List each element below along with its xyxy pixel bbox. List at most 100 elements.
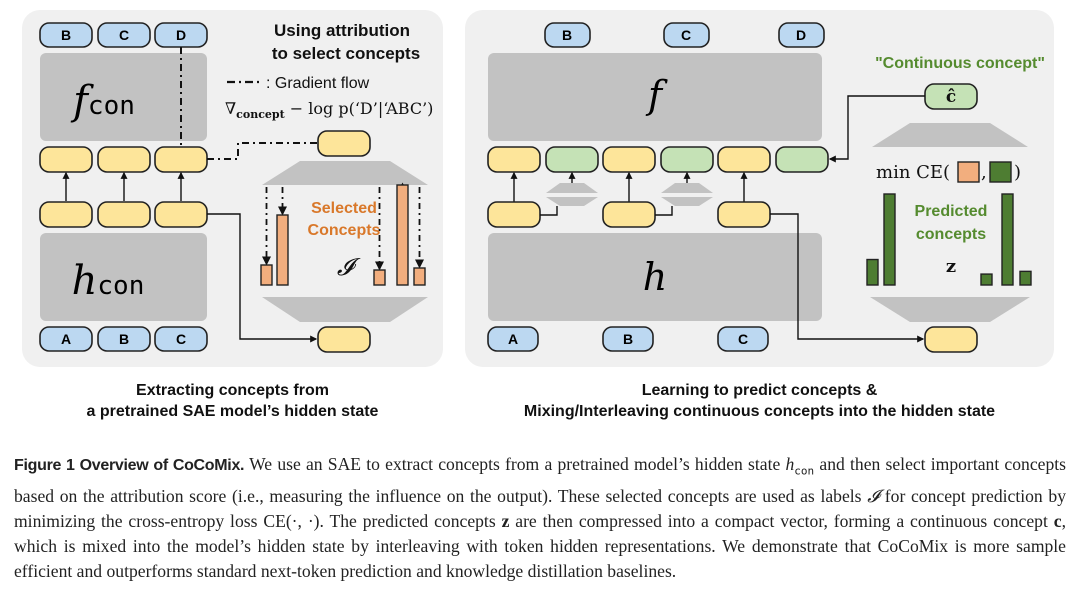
- mini-concept-module: [546, 183, 598, 206]
- hidden-state-box: [154, 201, 208, 228]
- concept-bar: [276, 214, 289, 286]
- token-box: B: [97, 326, 151, 352]
- hidden-to-sae-path: [207, 213, 318, 343]
- hidden-state-box: [39, 146, 93, 173]
- token-label: A: [61, 331, 71, 347]
- token-label: D: [796, 27, 806, 43]
- caption-math-c: c: [1053, 511, 1062, 532]
- hidden-state-box: [97, 146, 151, 173]
- loss-formula: min CE(: [876, 162, 950, 183]
- continuous-concept-box: [545, 146, 599, 173]
- token-label: A: [508, 331, 518, 347]
- hidden-state-box: [602, 201, 656, 228]
- concept-bar: [1019, 270, 1032, 286]
- caption-math-h-sub: con: [794, 464, 815, 478]
- token-label: B: [61, 27, 71, 43]
- concept-hidden-box: [317, 130, 371, 157]
- selected-concepts-line2: Concepts: [308, 222, 381, 239]
- predictor-input-box: [924, 326, 978, 353]
- connector: [540, 206, 558, 216]
- left-subcaption-line1: Extracting concepts from: [136, 382, 329, 399]
- token-label: B: [623, 331, 633, 347]
- h-con-block: [40, 233, 207, 321]
- token-box: D: [778, 22, 825, 48]
- predicted-concepts-line1: Predicted: [915, 203, 988, 220]
- concept-bar: [866, 258, 879, 286]
- caption-text: and then select important concepts based…: [14, 454, 1066, 507]
- hidden-state-box: [487, 201, 541, 228]
- predicted-concept-swatch: [989, 161, 1012, 183]
- caption-math-z: z: [501, 511, 510, 532]
- hidden-to-predictor-path: [770, 213, 925, 343]
- loss-comma: ,: [981, 162, 987, 183]
- h-label: h: [643, 255, 667, 299]
- concept-bar: [883, 193, 896, 286]
- token-box: C: [717, 326, 769, 352]
- right-input-tokens: A B C: [487, 326, 769, 352]
- loss-suffix: ): [1014, 162, 1021, 183]
- left-subcaption: Extracting concepts from a pretrained SA…: [22, 380, 443, 422]
- hidden-state-box: [487, 146, 541, 173]
- decompress-trapezoid: [870, 297, 1030, 322]
- selected-concepts-line1: Selected: [311, 200, 377, 217]
- figure-caption: Figure 1 Overview of CoCoMix. We use an …: [14, 452, 1066, 584]
- right-subcaption-line1: Learning to predict concepts &: [641, 382, 878, 399]
- compress-trapezoid: [872, 123, 1028, 147]
- sae-input-box: [317, 326, 371, 353]
- caption-text: We use an SAE to extract concepts from a…: [244, 454, 786, 474]
- z-label: z: [946, 256, 956, 277]
- caption-text: for concept prediction by minimizing the…: [14, 486, 1066, 532]
- sae-decoder-trapezoid: [262, 161, 428, 185]
- label-symbol-I: 𝓘: [337, 253, 361, 281]
- concept-bar: [1001, 193, 1014, 286]
- token-label: D: [176, 27, 186, 43]
- attribution-title-line1: Using attribution: [274, 21, 410, 40]
- hidden-state-box: [39, 201, 93, 228]
- gradient-formula: ∇concept − log p(‘D’|‘ABC’): [225, 99, 433, 121]
- sae-encoder-trapezoid: [262, 297, 428, 322]
- connector: [655, 206, 673, 216]
- left-subcaption-line2: a pretrained SAE model’s hidden state: [86, 403, 379, 420]
- concept-bar: [413, 267, 426, 286]
- predicted-concepts-chart: [866, 193, 1032, 286]
- selected-concept-swatch: [957, 161, 980, 183]
- concept-bar: [980, 273, 993, 286]
- hidden-state-box: [717, 201, 771, 228]
- right-output-tokens: B C D: [544, 22, 825, 48]
- token-box: C: [663, 22, 710, 48]
- token-label: C: [119, 27, 129, 43]
- token-box: B: [39, 22, 93, 48]
- hidden-state-box: [154, 146, 208, 173]
- token-box: C: [97, 22, 151, 48]
- caption-math-I: 𝓘: [867, 486, 880, 507]
- token-label: C: [738, 331, 748, 347]
- hidden-state-box: [602, 146, 656, 173]
- selected-concepts-chart: [260, 182, 426, 286]
- token-box: A: [39, 326, 93, 352]
- f-con-block: [40, 53, 207, 141]
- right-subcaption-line2: Mixing/Interleaving continuous concepts …: [523, 403, 996, 420]
- token-label: C: [176, 331, 186, 347]
- left-input-tokens: A B C: [39, 326, 208, 352]
- left-output-tokens: B C D: [39, 22, 208, 48]
- mini-concept-module: [661, 183, 713, 206]
- continuous-concept-box: [660, 146, 714, 173]
- hidden-state-box: [717, 146, 771, 173]
- concept-bar: [396, 184, 409, 286]
- concept-bar: [260, 264, 273, 286]
- token-box: B: [544, 22, 591, 48]
- continuous-concept-label: "Continuous concept": [875, 55, 1045, 72]
- caption-text: are then compressed into a compact vecto…: [509, 511, 1054, 532]
- concept-bar: [373, 269, 386, 286]
- caption-text: , which is mixed into the model’s hidden…: [14, 511, 1066, 581]
- caption-math-h: h: [785, 454, 795, 474]
- token-box: D: [154, 22, 208, 48]
- token-label: B: [562, 27, 572, 43]
- h-con-label: hcon: [72, 258, 145, 304]
- figure-diagram: B C D fcon hcon A: [39, 21, 1045, 353]
- continuous-concept-box: [775, 146, 829, 173]
- token-box: C: [154, 326, 208, 352]
- legend-text: : Gradient flow: [266, 75, 370, 92]
- attribution-title-line2: to select concepts: [272, 44, 420, 63]
- h-block: [488, 233, 822, 321]
